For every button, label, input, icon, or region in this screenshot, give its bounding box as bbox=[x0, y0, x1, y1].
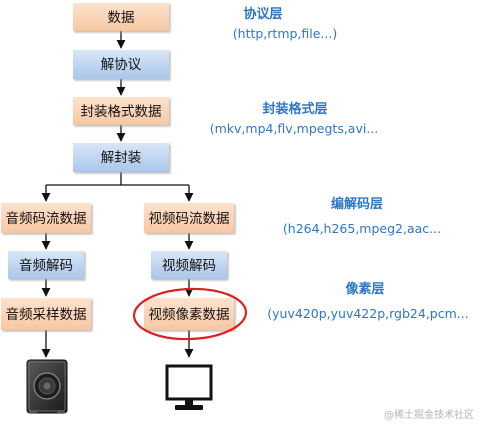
box-data-label: 数据 bbox=[108, 10, 135, 26]
highlight-ellipse bbox=[132, 287, 248, 341]
layer-codec-example: (h264,h265,mpeg2,aac... bbox=[283, 221, 441, 236]
box-audio-stream: 音频码流数据 bbox=[1, 203, 91, 233]
watermark: @稀土掘金技术社区 bbox=[384, 408, 474, 421]
box-audio-samples-label: 音频采样数据 bbox=[6, 306, 87, 323]
box-video-decode: 视频解码 bbox=[151, 251, 227, 279]
monitor-icon bbox=[165, 364, 213, 410]
box-audio-decode: 音频解码 bbox=[8, 251, 84, 279]
layer-container: 封装格式层 (mkv,mp4,flv,mpegts,avi... bbox=[210, 101, 379, 136]
box-deprotocol: 解协议 bbox=[73, 50, 169, 79]
box-container-data-label: 封装格式数据 bbox=[81, 104, 162, 120]
box-demux-label: 解封装 bbox=[101, 150, 142, 166]
box-data: 数据 bbox=[73, 3, 169, 31]
connectors bbox=[41, 31, 194, 358]
box-video-stream-label: 视频码流数据 bbox=[149, 211, 230, 227]
box-container-data: 封装格式数据 bbox=[73, 97, 169, 125]
layer-codec-title: 编解码层 bbox=[331, 196, 383, 212]
layer-pixel-title: 像素层 bbox=[345, 281, 384, 297]
box-audio-stream-label: 音频码流数据 bbox=[6, 210, 87, 227]
box-video-decode-label: 视频解码 bbox=[162, 258, 216, 274]
speaker-icon bbox=[26, 359, 68, 414]
box-video-stream: 视频码流数据 bbox=[144, 203, 234, 233]
layer-container-example: (mkv,mp4,flv,mpegts,avi... bbox=[210, 121, 379, 136]
layer-protocol-title: 协议层 bbox=[243, 6, 282, 22]
layer-protocol-example: (http,rtmp,file...) bbox=[233, 26, 337, 41]
layer-protocol: 协议层 (http,rtmp,file...) bbox=[233, 6, 337, 41]
box-demux: 解封装 bbox=[73, 143, 169, 172]
layer-pixel-example: (yuv420p,yuv422p,rgb24,pcm... bbox=[267, 306, 468, 321]
layer-pixel: 像素层 (yuv420p,yuv422p,rgb24,pcm... bbox=[267, 281, 468, 321]
box-audio-samples: 音频采样数据 bbox=[1, 298, 91, 330]
box-audio-decode-label: 音频解码 bbox=[19, 257, 73, 274]
box-deprotocol-label: 解协议 bbox=[101, 57, 142, 73]
layer-container-title: 封装格式层 bbox=[262, 101, 327, 117]
box-video-pixels: 视频像素数据 bbox=[144, 298, 234, 330]
box-video-pixels-label: 视频像素数据 bbox=[149, 307, 230, 323]
layer-codec: 编解码层 (h264,h265,mpeg2,aac... bbox=[283, 196, 441, 236]
